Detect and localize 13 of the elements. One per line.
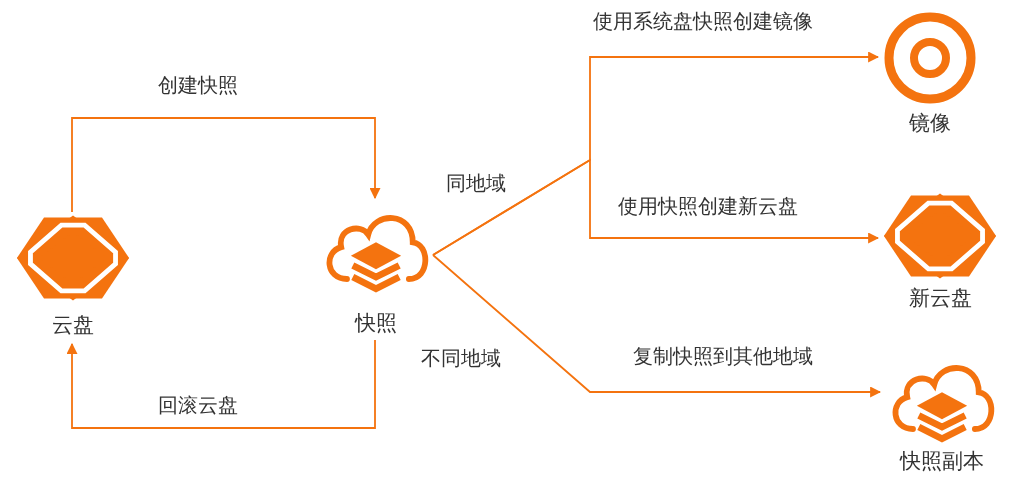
arrow: [66, 339, 376, 429]
edge-label: 使用系统盘快照创建镜像: [590, 8, 816, 34]
node-label: 镜像: [908, 110, 952, 136]
edge-label: 使用快照创建新云盘: [615, 193, 801, 219]
node-label: 新云盘: [907, 285, 973, 311]
arrow: [432, 254, 882, 398]
arrow: [432, 158, 880, 256]
node-label: 快照副本: [898, 448, 985, 474]
arrow: [71, 117, 381, 213]
node-label: 云盘: [50, 312, 95, 338]
node-label: 快照: [353, 310, 398, 336]
branch-label: 不同地域: [418, 345, 504, 371]
edge-label: 复制快照到其他地域: [630, 343, 816, 369]
